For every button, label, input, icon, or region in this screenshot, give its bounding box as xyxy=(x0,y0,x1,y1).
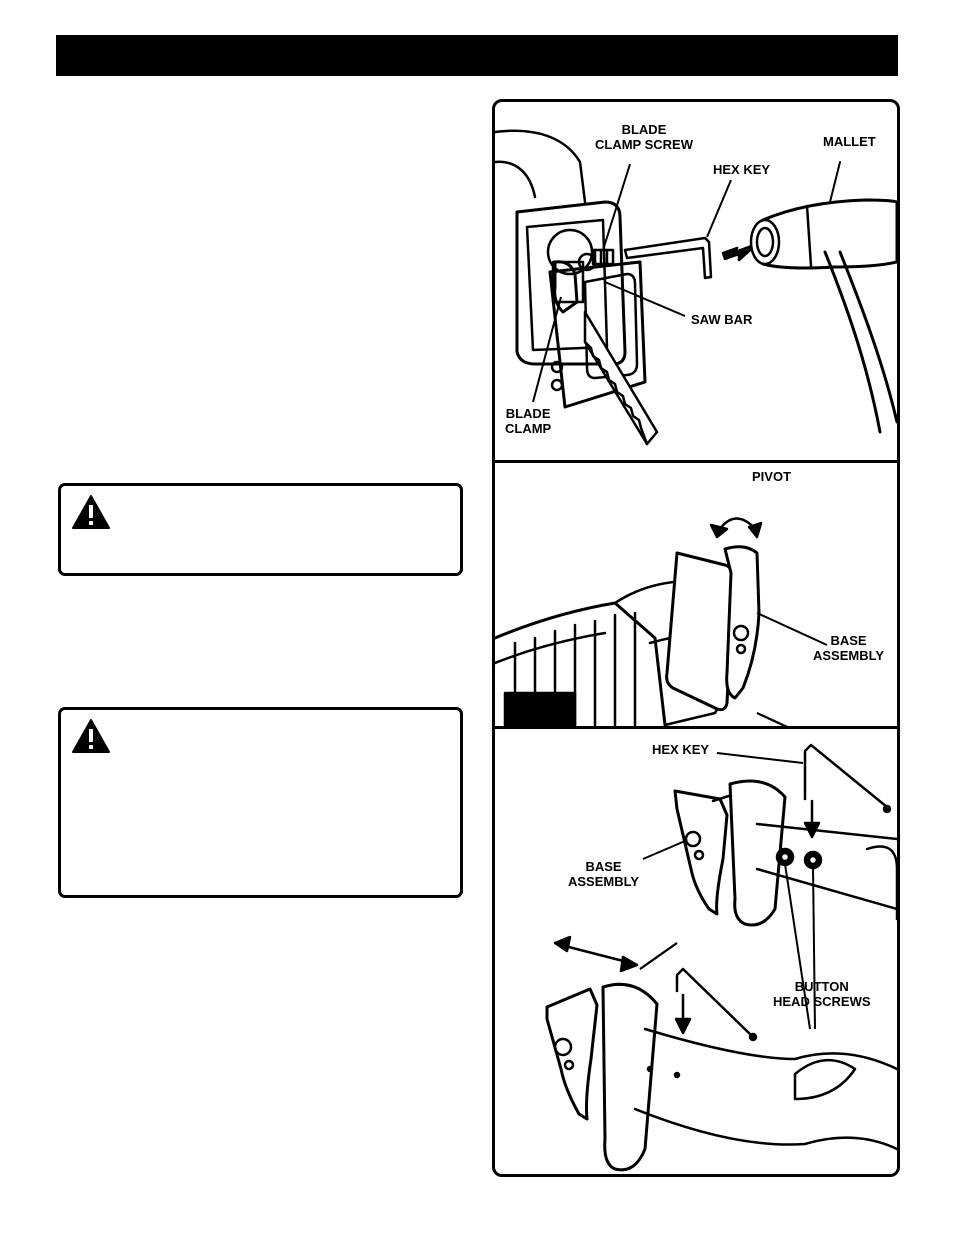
label-pivot: PIVOT xyxy=(752,469,792,484)
label-base-assembly-adjust: BASE ASSEMBLY xyxy=(568,859,640,889)
label-blade-clamp: BLADE CLAMP xyxy=(505,406,552,436)
label-saw-bar: SAW BAR xyxy=(691,312,753,327)
warning-box-1 xyxy=(58,483,463,576)
panel-divider xyxy=(495,460,897,463)
label-base-assembly: BASE ASSEMBLY xyxy=(813,633,885,663)
saw-base-pivot-illustration xyxy=(495,517,828,746)
warning-triangle-icon xyxy=(72,719,110,753)
warning-box-2 xyxy=(58,707,463,898)
figure-base-pivot: PIVOT BASE ASSEMBLY xyxy=(495,463,897,746)
label-button-head-screws: BUTTON HEAD SCREWS xyxy=(773,979,871,1009)
saw-blade-clamp-illustration xyxy=(495,129,897,446)
warning-triangle-icon xyxy=(72,495,110,529)
label-hex-key: HEX KEY xyxy=(713,162,771,177)
panel-divider xyxy=(495,726,897,729)
section-header-bar xyxy=(56,35,898,76)
base-assembly-leader xyxy=(756,612,828,646)
figure-panel: BLADE CLAMP SCREW MALLET HEX KEY SAW BAR… xyxy=(492,99,900,1177)
base-adjust-illustration xyxy=(545,743,897,1172)
figure-base-adjust: HEX KEY BASE ASSEMBLY BUTTON HEAD SCREWS xyxy=(495,729,897,1174)
label-mallet: MALLET xyxy=(823,134,876,149)
label-blade-clamp-screw: BLADE CLAMP SCREW xyxy=(595,122,693,152)
label-hex-key-adjust: HEX KEY xyxy=(652,742,710,757)
figure-blade-install: BLADE CLAMP SCREW MALLET HEX KEY SAW BAR… xyxy=(495,102,897,460)
